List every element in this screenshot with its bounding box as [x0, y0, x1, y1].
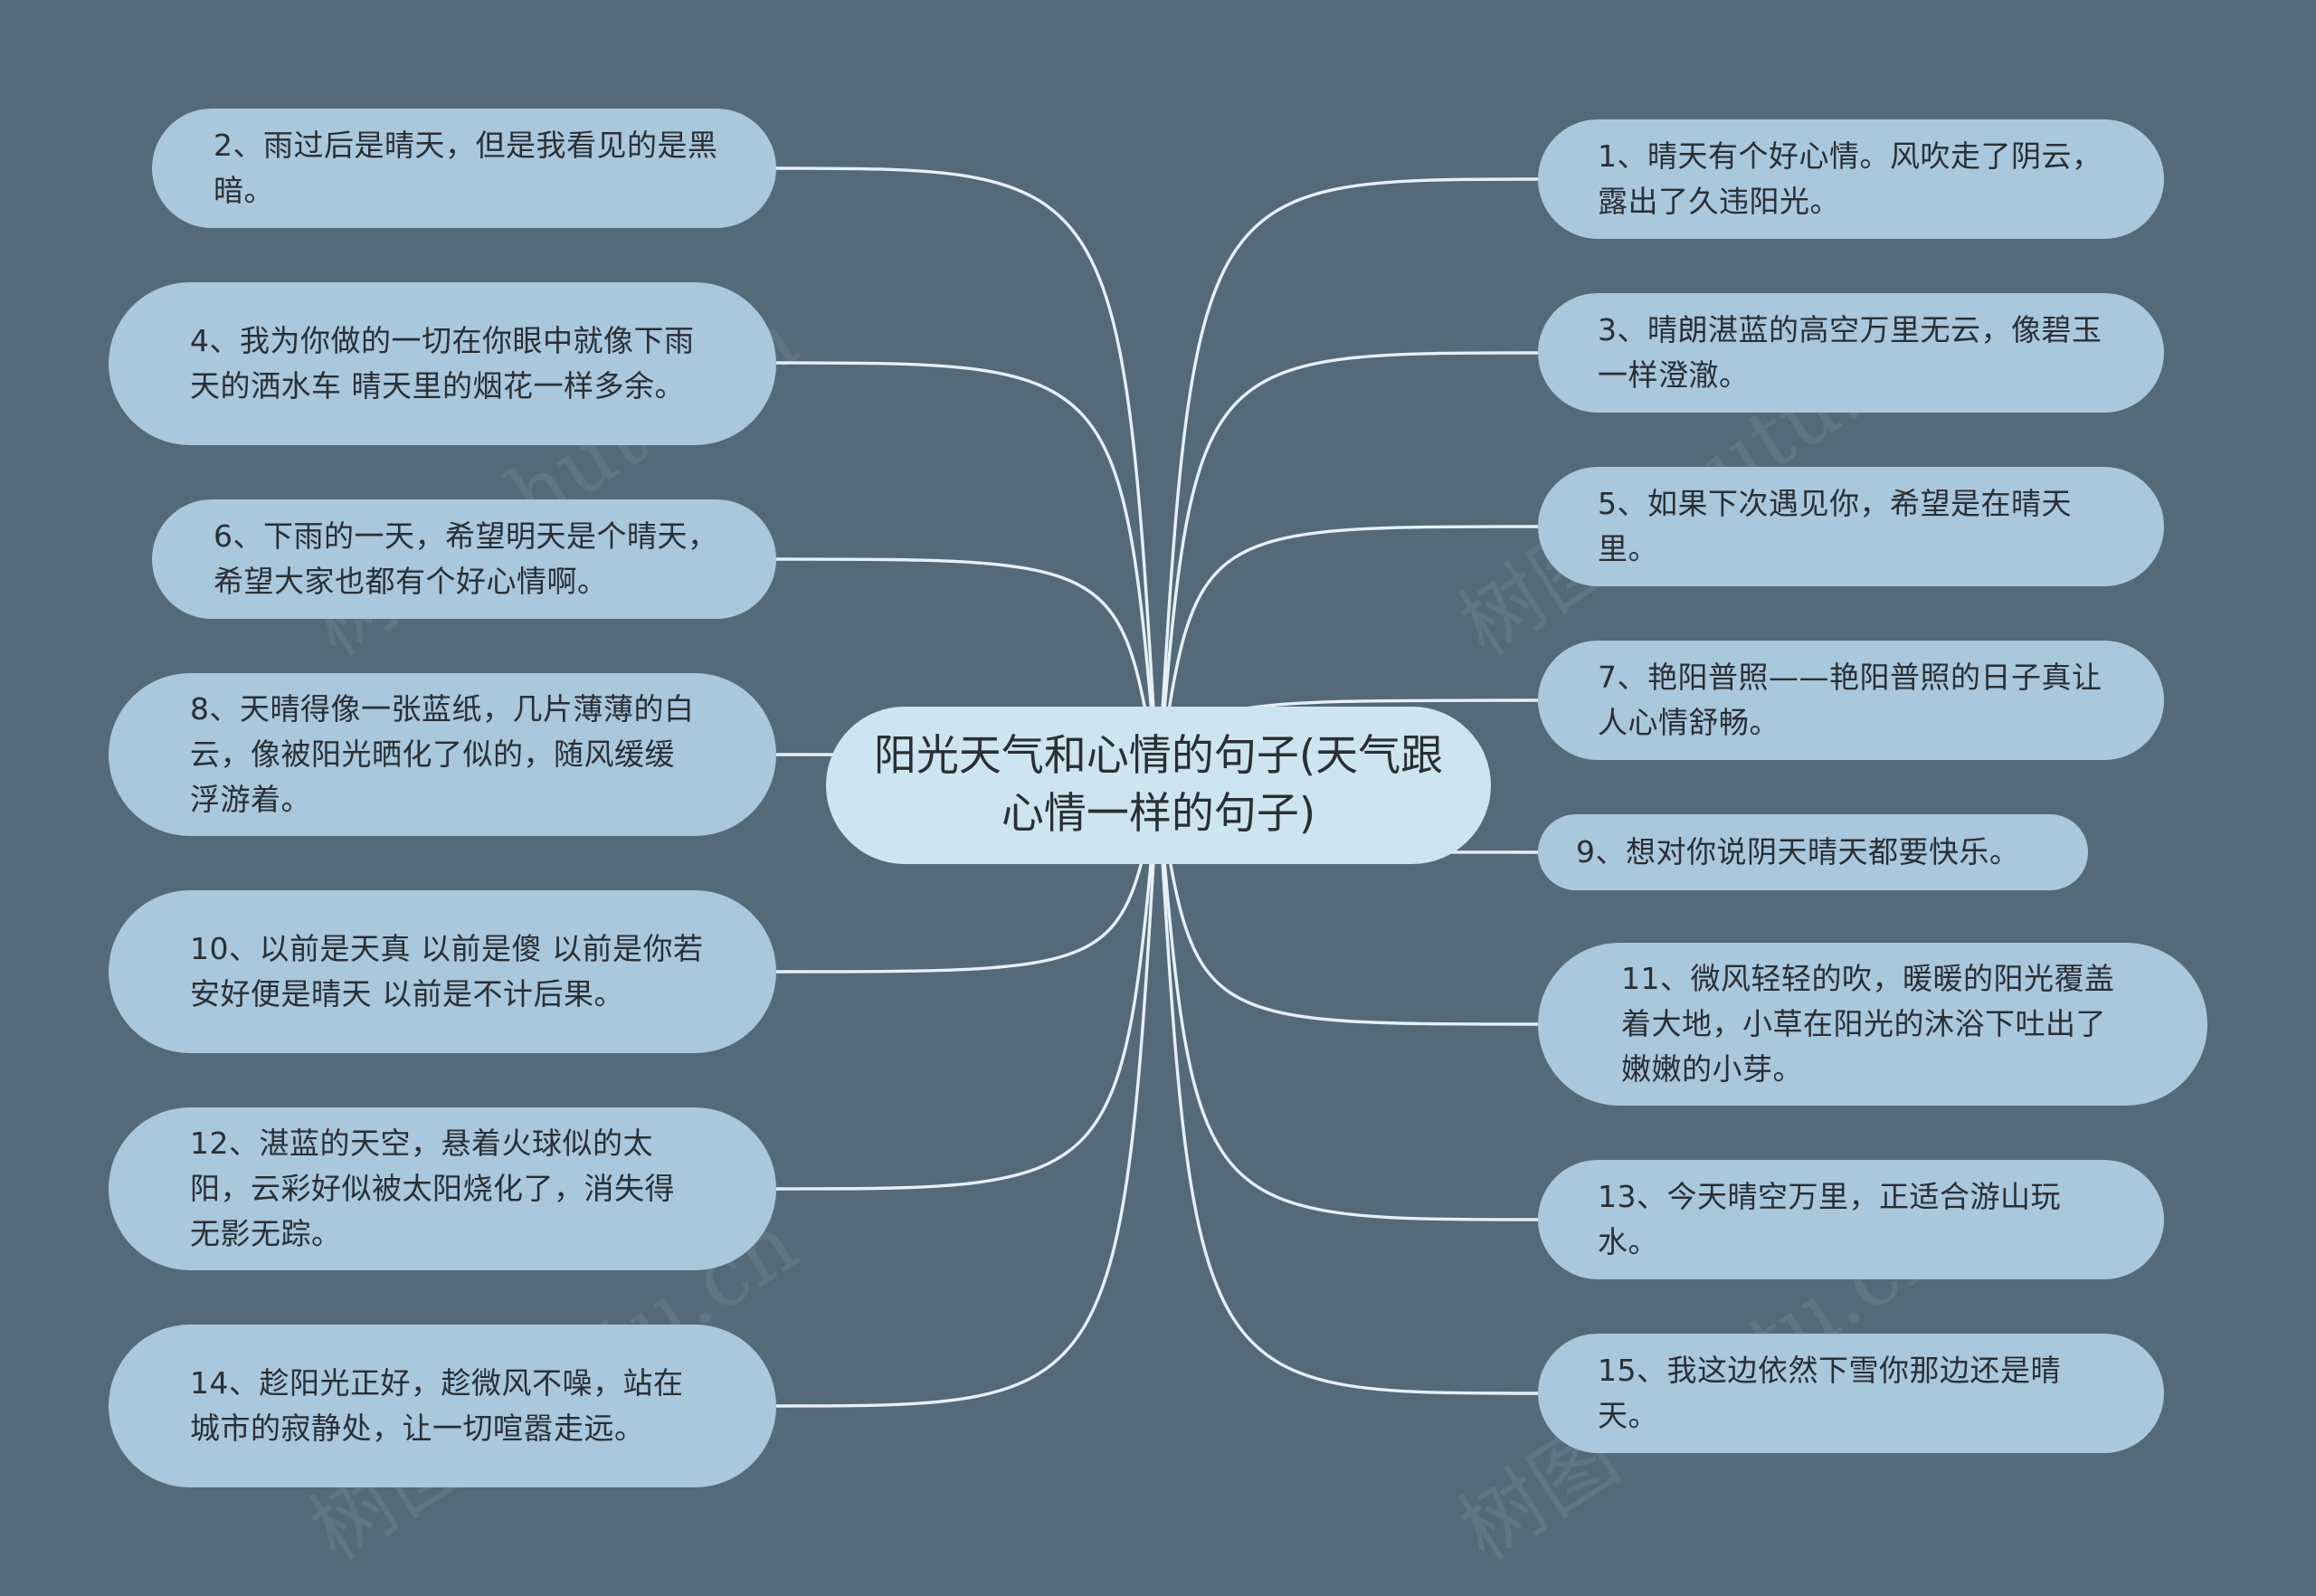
connector-left-6 [775, 784, 1160, 1191]
topic-node-label: 8、天晴得像一张蓝纸，几片薄薄的白云，像被阳光晒化了似的，随风缓缓浮游着。 [190, 691, 695, 817]
topic-node-10[interactable]: 10、以前是天真 以前是傻 以前是你若安好便是晴天 以前是不计后果。 [109, 890, 776, 1053]
topic-node-label: 10、以前是天真 以前是傻 以前是你若安好便是晴天 以前是不计后果。 [190, 931, 704, 1012]
topic-node-3[interactable]: 3、晴朗湛蓝的高空万里无云，像碧玉一样澄澈。 [1538, 293, 2164, 413]
topic-node-label: 11、微风轻轻的吹，暖暖的阳光覆盖着大地，小草在阳光的沐浴下吐出了嫩嫩的小芽。 [1621, 961, 2115, 1087]
connector-left-1 [775, 166, 1160, 786]
topic-node-4[interactable]: 4、我为你做的一切在你眼中就像下雨天的洒水车 晴天里的烟花一样多余。 [109, 282, 776, 445]
topic-node-11[interactable]: 11、微风轻轻的吹，暖暖的阳光覆盖着大地，小草在阳光的沐浴下吐出了嫩嫩的小芽。 [1538, 943, 2207, 1106]
connector-left-7 [775, 784, 1160, 1408]
topic-node-13[interactable]: 13、今天晴空万里，正适合游山玩水。 [1538, 1160, 2164, 1279]
topic-node-label: 15、我这边依然下雪你那边还是晴天。 [1598, 1353, 2061, 1433]
topic-node-7[interactable]: 7、艳阳普照——艳阳普照的日子真让人心情舒畅。 [1538, 641, 2164, 760]
connector-right-8 [1156, 784, 1539, 1395]
topic-node-label: 9、想对你说阴天晴天都要快乐。 [1576, 834, 2020, 869]
topic-node-label: 14、趁阳光正好，趁微风不噪，站在城市的寂静处，让一切喧嚣走远。 [190, 1365, 684, 1446]
topic-node-label: 7、艳阳普照——艳阳普照的日子真让人心情舒畅。 [1598, 660, 2102, 740]
root-topic[interactable]: 阳光天气和心情的句子(天气跟心情一样的句子) [826, 707, 1491, 864]
topic-node-9[interactable]: 9、想对你说阴天晴天都要快乐。 [1538, 814, 2088, 890]
topic-node-label: 13、今天晴空万里，正适合游山玩水。 [1598, 1179, 2061, 1259]
topic-node-label: 2、雨过后是晴天，但是我看见的是黑暗。 [214, 128, 718, 208]
topic-node-label: 12、湛蓝的天空，悬着火球似的太阳，云彩好似被太阳烧化了，消失得无影无踪。 [190, 1126, 675, 1251]
topic-node-12[interactable]: 12、湛蓝的天空，悬着火球似的太阳，云彩好似被太阳烧化了，消失得无影无踪。 [109, 1107, 776, 1270]
root-topic-label: 阳光天气和心情的句子(天气跟心情一样的句子) [873, 731, 1444, 839]
topic-node-label: 6、下雨的一天，希望明天是个晴天，希望大家也都有个好心情啊。 [214, 518, 718, 599]
connector-left-2 [775, 361, 1160, 786]
topic-node-8[interactable]: 8、天晴得像一张蓝纸，几片薄薄的白云，像被阳光晒化了似的，随风缓缓浮游着。 [109, 673, 776, 836]
connector-right-6 [1156, 784, 1539, 1026]
topic-node-6[interactable]: 6、下雨的一天，希望明天是个晴天，希望大家也都有个好心情啊。 [152, 499, 776, 619]
topic-node-1[interactable]: 1、晴天有个好心情。风吹走了阴云，露出了久违阳光。 [1538, 119, 2164, 239]
topic-node-label: 5、如果下次遇见你，希望是在晴天里。 [1598, 486, 2072, 566]
topic-node-15[interactable]: 15、我这边依然下雪你那边还是晴天。 [1538, 1334, 2164, 1453]
connector-right-3 [1156, 525, 1539, 786]
connector-right-2 [1156, 351, 1539, 786]
topic-node-label: 1、晴天有个好心情。风吹走了阴云，露出了久违阳光。 [1598, 138, 2102, 219]
topic-node-2[interactable]: 2、雨过后是晴天，但是我看见的是黑暗。 [152, 109, 776, 228]
topic-node-5[interactable]: 5、如果下次遇见你，希望是在晴天里。 [1538, 467, 2164, 586]
topic-node-14[interactable]: 14、趁阳光正好，趁微风不噪，站在城市的寂静处，让一切喧嚣走远。 [109, 1325, 776, 1487]
topic-node-label: 4、我为你做的一切在你眼中就像下雨天的洒水车 晴天里的烟花一样多余。 [190, 323, 695, 404]
topic-node-label: 3、晴朗湛蓝的高空万里无云，像碧玉一样澄澈。 [1598, 312, 2102, 393]
connector-left-3 [775, 557, 1160, 786]
connector-right-7 [1156, 784, 1539, 1221]
connector-right-1 [1156, 177, 1539, 786]
